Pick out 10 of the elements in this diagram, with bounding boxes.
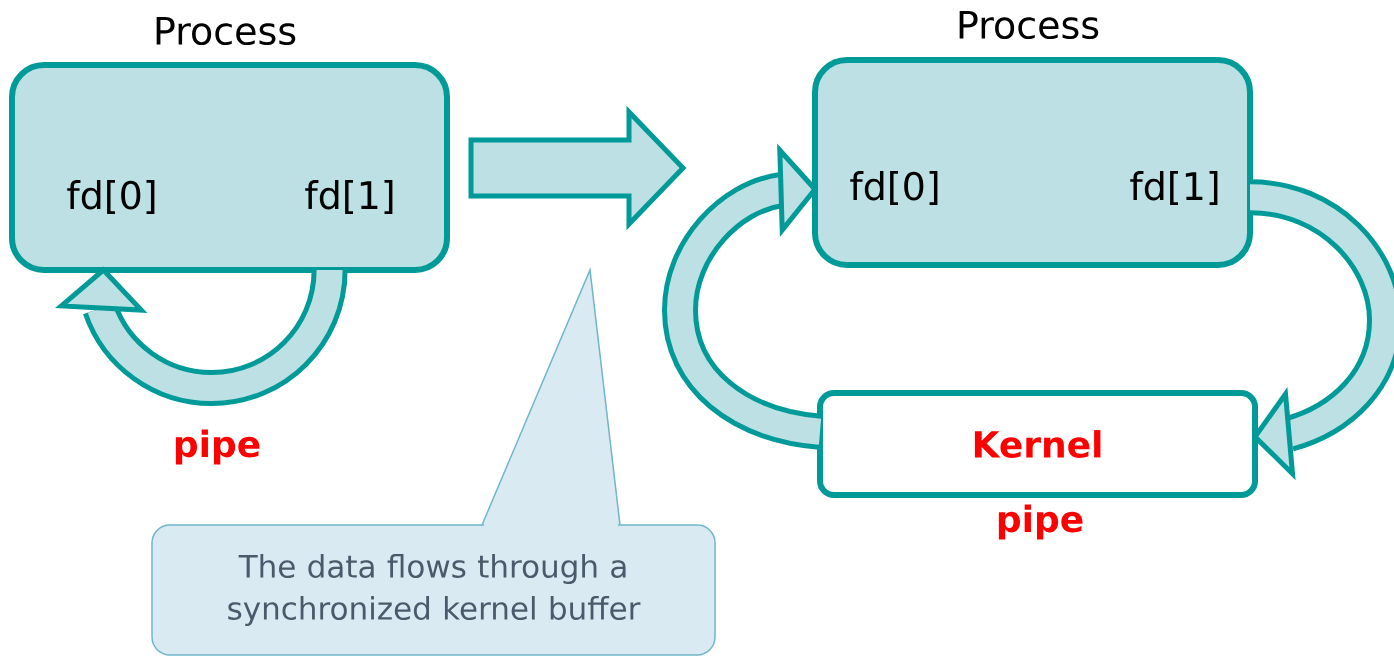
pipe-label: pipe bbox=[998, 504, 1083, 540]
process-label: Process bbox=[959, 10, 1099, 40]
descriptor-label: fd[0] bbox=[850, 171, 938, 205]
kernel-box: Kernel bbox=[817, 390, 1258, 498]
descriptor-label: fd[0] bbox=[67, 180, 155, 214]
edge-label: pipe bbox=[170, 427, 264, 467]
process-label: Process bbox=[156, 16, 296, 46]
block-arrow bbox=[468, 105, 687, 231]
descriptor-label: fd[1] bbox=[1130, 171, 1218, 205]
descriptor-label: fd[1] bbox=[305, 180, 393, 214]
